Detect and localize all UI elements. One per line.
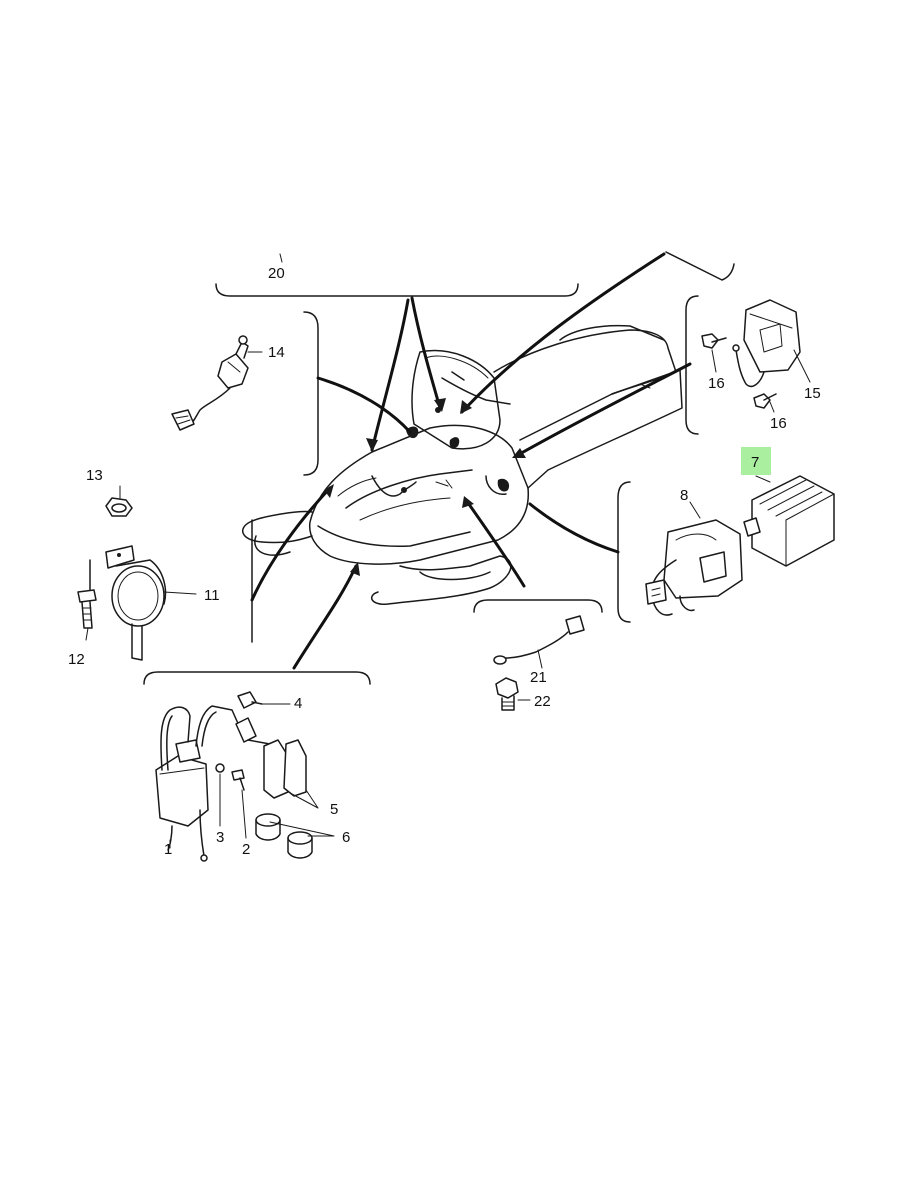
callout-7-highlight	[741, 447, 771, 475]
callout-2: 2	[242, 841, 250, 858]
bolt-icon	[77, 589, 97, 629]
callout-5: 5	[330, 801, 338, 818]
callout-14: 14	[268, 344, 285, 361]
snowmobile-icon	[241, 324, 683, 605]
callout-11: 11	[204, 587, 220, 604]
callout-12: 12	[68, 651, 85, 668]
cdi-unit-icon	[645, 475, 835, 616]
callout-20: 20	[268, 265, 285, 282]
wire-lead-icon	[493, 615, 585, 665]
callout-16-upper: 16	[708, 375, 725, 392]
ignition-coil-icon	[155, 691, 313, 862]
callout-21: 21	[530, 669, 547, 686]
voltage-regulator-icon	[701, 299, 801, 409]
group-brackets	[143, 251, 735, 685]
callout-3: 3	[216, 829, 224, 846]
sensor-icon	[495, 677, 519, 711]
callout-16-lower: 16	[770, 415, 787, 432]
callout-22: 22	[534, 693, 551, 710]
switch-icon	[171, 335, 249, 431]
leader-lines	[250, 252, 692, 670]
callout-leaders	[85, 253, 811, 849]
callout-7: 7	[751, 454, 759, 471]
callout-1: 1	[164, 841, 172, 858]
callout-labels: 20 14 13 11 12 16 15 16 7 8 21 22 4 5 6 …	[68, 265, 821, 858]
callout-6: 6	[342, 829, 350, 846]
callout-8: 8	[680, 487, 688, 504]
horn-icon	[89, 497, 167, 661]
callout-13: 13	[86, 467, 103, 484]
callout-15: 15	[804, 385, 821, 402]
callout-4: 4	[294, 695, 302, 712]
